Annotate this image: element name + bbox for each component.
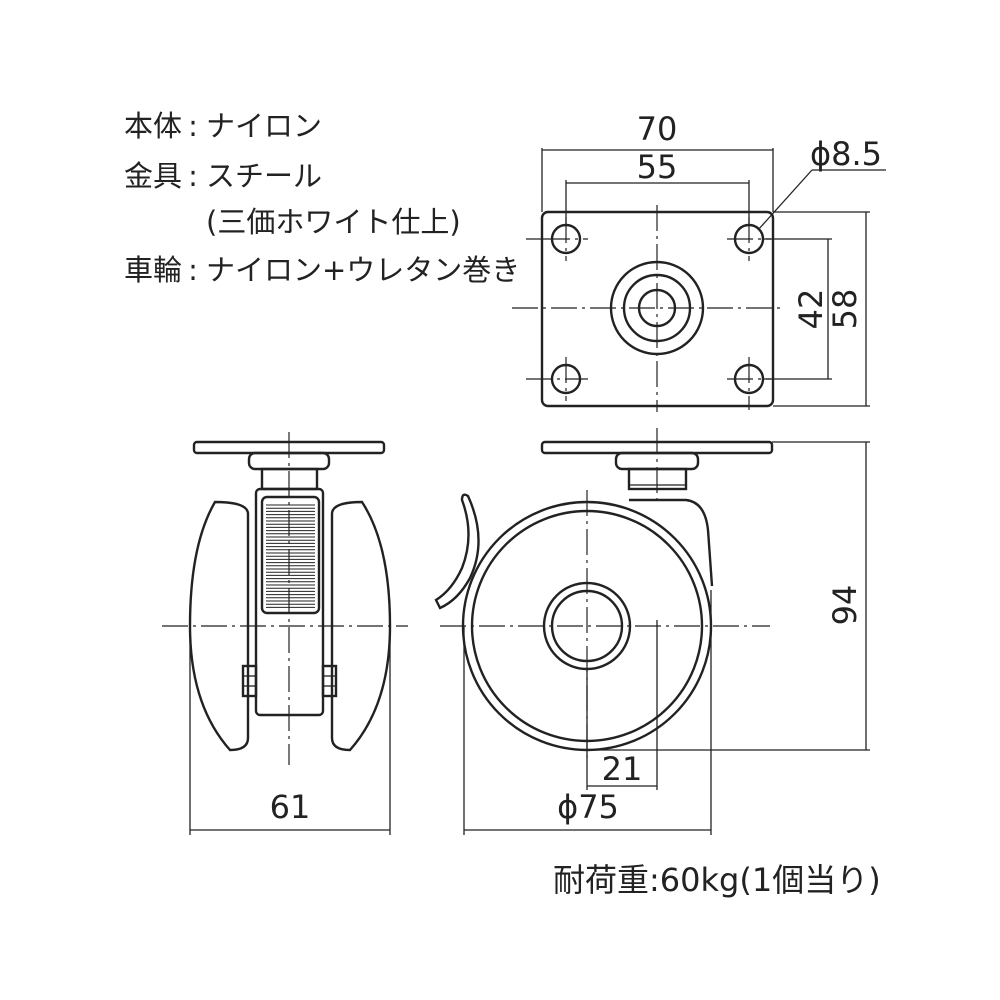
side-view-caster: [434, 428, 774, 762]
front-view-caster: [162, 432, 408, 765]
front-view-dimensions: 61: [189, 626, 391, 835]
spec-label: 本体: [124, 109, 183, 143]
side-fork-body: [629, 498, 714, 587]
dim-hole-diameter: ϕ8.5: [810, 135, 882, 173]
leader-line-hole: [757, 169, 813, 231]
spec-body-material: 本体:ナイロン: [124, 112, 322, 141]
right-wheel: [330, 500, 392, 752]
spec-wheel-material: 車輪:ナイロン+ウレタン巻き: [124, 256, 520, 285]
swivel-boss-middle: [622, 273, 692, 343]
spec-label: 車輪: [124, 253, 183, 287]
spec-value: (三価ホワイト仕上): [206, 205, 461, 239]
spec-colon: :: [188, 159, 198, 193]
load-capacity: 耐荷重:60kg(1個当り): [553, 861, 881, 899]
left-axle-cap: [241, 664, 258, 698]
swivel-boss-inner: [637, 288, 677, 328]
dim-wheel-diameter: ϕ75: [557, 788, 619, 826]
top-view-dimensions: 70 55 ϕ8.5 42 58: [541, 110, 886, 407]
dim-overall-height: 94: [826, 585, 864, 626]
spec-fitting-finish: (三価ホワイト仕上): [124, 208, 461, 237]
dim-hole-pitch-x: 55: [637, 148, 678, 186]
top-view-plate: [512, 205, 785, 412]
brake-lever: [434, 493, 480, 610]
spec-label: 金具: [124, 159, 183, 193]
spec-colon: :: [188, 109, 198, 143]
right-axle-cap: [321, 664, 338, 698]
brake-pad-ribs: [266, 504, 315, 608]
swivel-boss-outer: [609, 260, 705, 356]
dim-plate-depth: 58: [826, 289, 864, 330]
spec-colon: :: [188, 253, 198, 287]
dim-plate-width: 70: [637, 110, 678, 148]
side-view-dimensions: 94 21 ϕ75: [463, 441, 870, 835]
dim-hub-diameter: 21: [602, 750, 643, 788]
spec-value: ナイロン+ウレタン巻き: [206, 253, 521, 287]
spec-fitting-material: 金具:スチール: [124, 162, 322, 191]
front-brake-pad: [260, 495, 321, 615]
spec-value: ナイロン: [206, 109, 323, 143]
left-wheel: [188, 500, 250, 752]
dim-hole-pitch-y: 42: [792, 289, 830, 330]
dim-wheel-width: 61: [270, 788, 311, 826]
spec-value: スチール: [206, 159, 323, 193]
